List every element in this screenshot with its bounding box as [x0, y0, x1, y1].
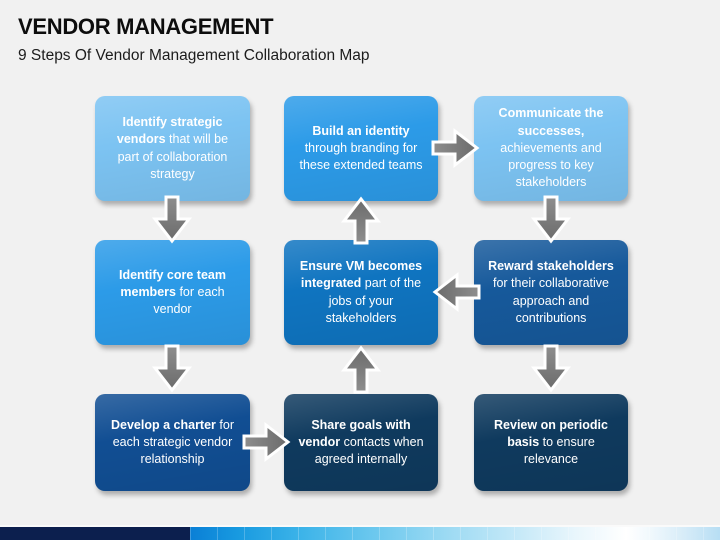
- step-box-review-on-periodic-basis: Review on periodic basis to ensure relev…: [474, 394, 628, 491]
- arrow-up-icon: [340, 345, 382, 394]
- step-box-reward-stakeholders: Reward stakeholders for their collaborat…: [474, 240, 628, 345]
- step-box-text: Identify strategic vendors that will be …: [116, 115, 229, 181]
- step-box-communicate-the-successes: Communicate the successes, achievements …: [474, 96, 628, 201]
- step-box-develop-a-charter: Develop a charter for each strategic ven…: [95, 394, 250, 491]
- page-subtitle: 9 Steps Of Vendor Management Collaborati…: [18, 47, 370, 64]
- step-box-text: Reward stakeholders for their collaborat…: [488, 259, 614, 325]
- footer-bar-segments: [190, 527, 720, 540]
- step-box-share-goals-with-vendor: Share goals with vendor contacts when ag…: [284, 394, 438, 491]
- arrow-down-icon: [151, 344, 193, 393]
- step-box-text: Review on periodic basis to ensure relev…: [494, 417, 608, 467]
- step-box-text: Identify core team members for each vend…: [119, 267, 226, 317]
- arrow-down-icon: [530, 344, 572, 393]
- footer-gradient-bar: [0, 527, 720, 540]
- step-box-text: Develop a charter for each strategic ven…: [111, 417, 234, 467]
- arrow-down-icon: [530, 195, 572, 244]
- arrow-down-icon: [151, 195, 193, 244]
- step-box-text: Communicate the successes, achievements …: [498, 106, 604, 190]
- step-box-ensure-vm-becomes-integrated: Ensure VM becomes integrated part of the…: [284, 240, 438, 345]
- step-box-text: Build an identity through branding for t…: [299, 123, 423, 173]
- step-box-text: Share goals with vendor contacts when ag…: [298, 417, 424, 467]
- page-title: VENDOR MANAGEMENT: [18, 14, 274, 39]
- arrow-right-icon: [431, 127, 480, 169]
- step-box-identify-core-team-members: Identify core team members for each vend…: [95, 240, 250, 345]
- footer-hairline: [0, 525, 720, 527]
- arrow-left-icon: [432, 271, 481, 313]
- step-box-identify-strategic-vendors: Identify strategic vendors that will be …: [95, 96, 250, 201]
- arrow-up-icon: [340, 196, 382, 245]
- arrow-right-icon: [242, 421, 291, 463]
- step-box-build-an-identity: Build an identity through branding for t…: [284, 96, 438, 201]
- step-box-text: Ensure VM becomes integrated part of the…: [299, 259, 423, 325]
